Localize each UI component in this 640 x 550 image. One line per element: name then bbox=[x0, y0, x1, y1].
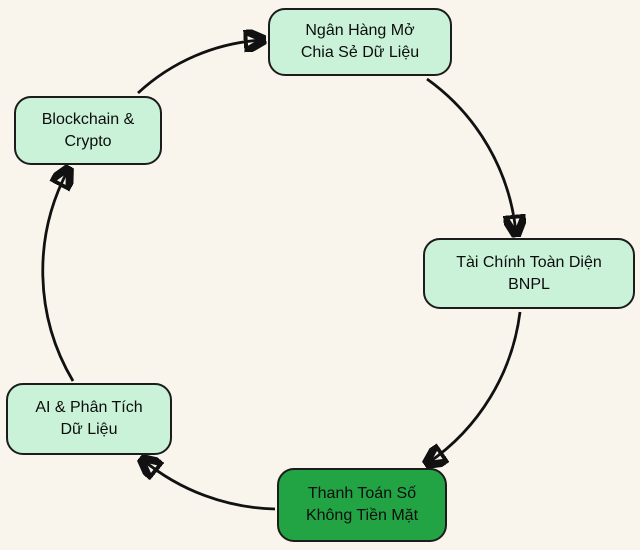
arrow-ai-analytics-to-blockchain bbox=[41, 170, 75, 382]
arrow-financial-inclusion-to-digital-payments bbox=[428, 311, 522, 463]
arrow-digital-payments-to-ai-analytics bbox=[143, 460, 276, 511]
node-ai-analytics-label: AI & Phân Tích Dữ Liệu bbox=[35, 399, 143, 438]
node-financial-inclusion: Tài Chính Toàn Diện BNPL bbox=[423, 238, 635, 309]
node-financial-inclusion-label: Tài Chính Toàn Diện BNPL bbox=[456, 253, 602, 293]
node-digital-payments: Thanh Toán Số Không Tiền Mặt bbox=[277, 468, 447, 542]
node-digital-payments-label: Thanh Toán Số Không Tiền Mặt bbox=[305, 485, 419, 524]
arrow-blockchain-to-open-banking bbox=[137, 40, 262, 95]
arrow-open-banking-to-financial-inclusion bbox=[426, 77, 516, 233]
node-ai-analytics: AI & Phân Tích Dữ Liệu bbox=[6, 383, 172, 455]
node-blockchain-label: Blockchain & Crypto bbox=[41, 110, 135, 150]
node-open-banking: Ngân Hàng Mở Chia Sẻ Dữ Liệu bbox=[268, 8, 452, 76]
node-open-banking-label: Ngân Hàng Mở Chia Sẻ Dữ Liệu bbox=[300, 22, 420, 61]
node-blockchain: Blockchain & Crypto bbox=[14, 96, 162, 165]
